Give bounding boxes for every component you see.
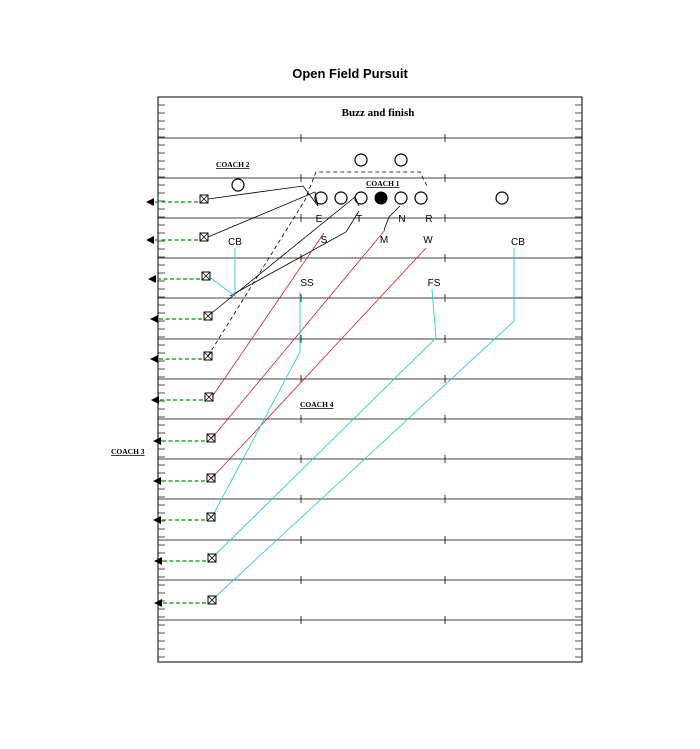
cyan-routes: [207, 248, 515, 601]
sideline-ticks: [158, 104, 582, 658]
green-arrow: [154, 557, 206, 565]
green-arrow: [154, 599, 206, 607]
player-circle: [414, 191, 428, 205]
drill-name: Buzz and finish: [342, 107, 415, 119]
green-arrow: [153, 437, 205, 445]
label-ss: SS: [300, 278, 314, 289]
label-w: W: [423, 235, 433, 246]
green-arrow: [150, 355, 202, 363]
label-r: R: [425, 214, 432, 225]
cone: [203, 311, 213, 321]
coach-4-label: COACH 4: [300, 400, 334, 409]
player-circle: [314, 191, 328, 205]
cone: [206, 512, 216, 522]
cone: [201, 271, 211, 281]
cone: [199, 194, 209, 204]
cone: [199, 232, 209, 242]
player-circle: [394, 191, 408, 205]
yard-lines: [158, 137, 582, 621]
player-circle: [231, 178, 245, 192]
label-m: M: [380, 235, 388, 246]
green-arrow: [146, 198, 198, 206]
player-circle: [334, 191, 348, 205]
label-cb-left: CB: [228, 237, 242, 248]
player-circle: [495, 191, 509, 205]
label-t: T: [356, 214, 362, 225]
dashed-route: [207, 171, 428, 357]
cone: [203, 351, 213, 361]
green-arrow: [151, 396, 203, 404]
coach-3-label: COACH 3: [111, 447, 145, 456]
green-arrow: [148, 275, 200, 283]
player-circle: [354, 153, 368, 167]
page-title: Open Field Pursuit: [292, 66, 408, 81]
green-arrow: [146, 236, 198, 244]
hash-marks: [300, 134, 446, 624]
player-circle: [394, 153, 408, 167]
green-arrow: [153, 477, 205, 485]
label-cb-right: CB: [511, 237, 525, 248]
black-routes: [207, 185, 401, 317]
cone: [204, 392, 214, 402]
offense-players: [231, 153, 509, 205]
green-arrow: [150, 315, 202, 323]
coach-1-label: COACH 1: [366, 179, 400, 188]
red-routes: [211, 229, 427, 479]
player-circle: [354, 191, 368, 205]
green-arrows: [146, 198, 206, 607]
field-border: [157, 96, 583, 663]
label-n: N: [398, 214, 405, 225]
cone: [206, 433, 216, 443]
cone-markers: [199, 194, 217, 605]
cone: [207, 553, 217, 563]
label-fs: FS: [428, 278, 441, 289]
label-e: E: [316, 214, 323, 225]
label-s: S: [321, 235, 328, 246]
green-arrow: [153, 516, 205, 524]
center-ball-player: [374, 191, 388, 205]
cone: [207, 595, 217, 605]
cone: [206, 473, 216, 483]
coach-2-label: COACH 2: [216, 160, 250, 169]
